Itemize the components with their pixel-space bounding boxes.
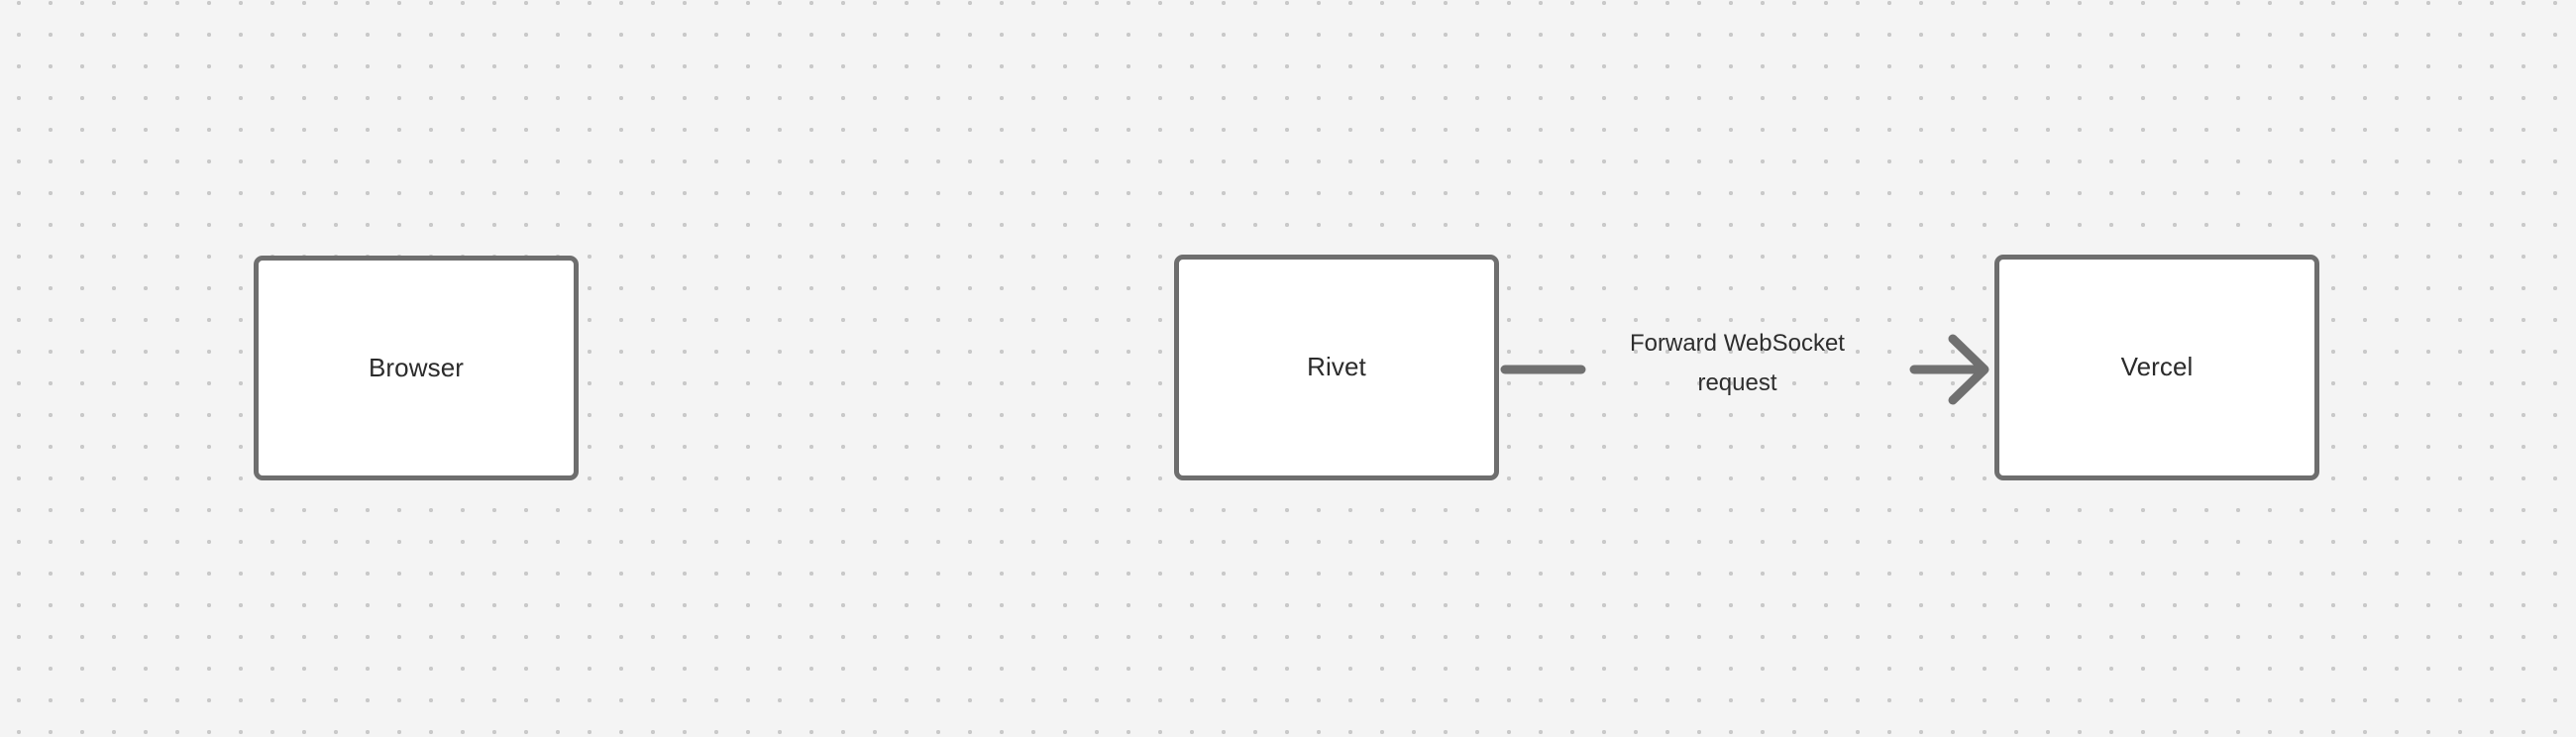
node-rivet[interactable]: Rivet xyxy=(1174,255,1499,480)
node-rivet-label: Rivet xyxy=(1307,352,1366,382)
edge-label-line-2: request xyxy=(1697,369,1777,396)
edge-rivet-to-vercel-arrowhead xyxy=(1948,334,1989,405)
node-browser[interactable]: Browser xyxy=(254,256,579,480)
node-vercel[interactable]: Vercel xyxy=(1994,255,2319,480)
node-vercel-label: Vercel xyxy=(2120,352,2194,382)
edge-label-line-1: Forward WebSocket xyxy=(1630,330,1845,357)
node-browser-label: Browser xyxy=(368,352,465,382)
edge-label-rivet-to-vercel[interactable]: Forward WebSocket request xyxy=(1586,324,1888,403)
